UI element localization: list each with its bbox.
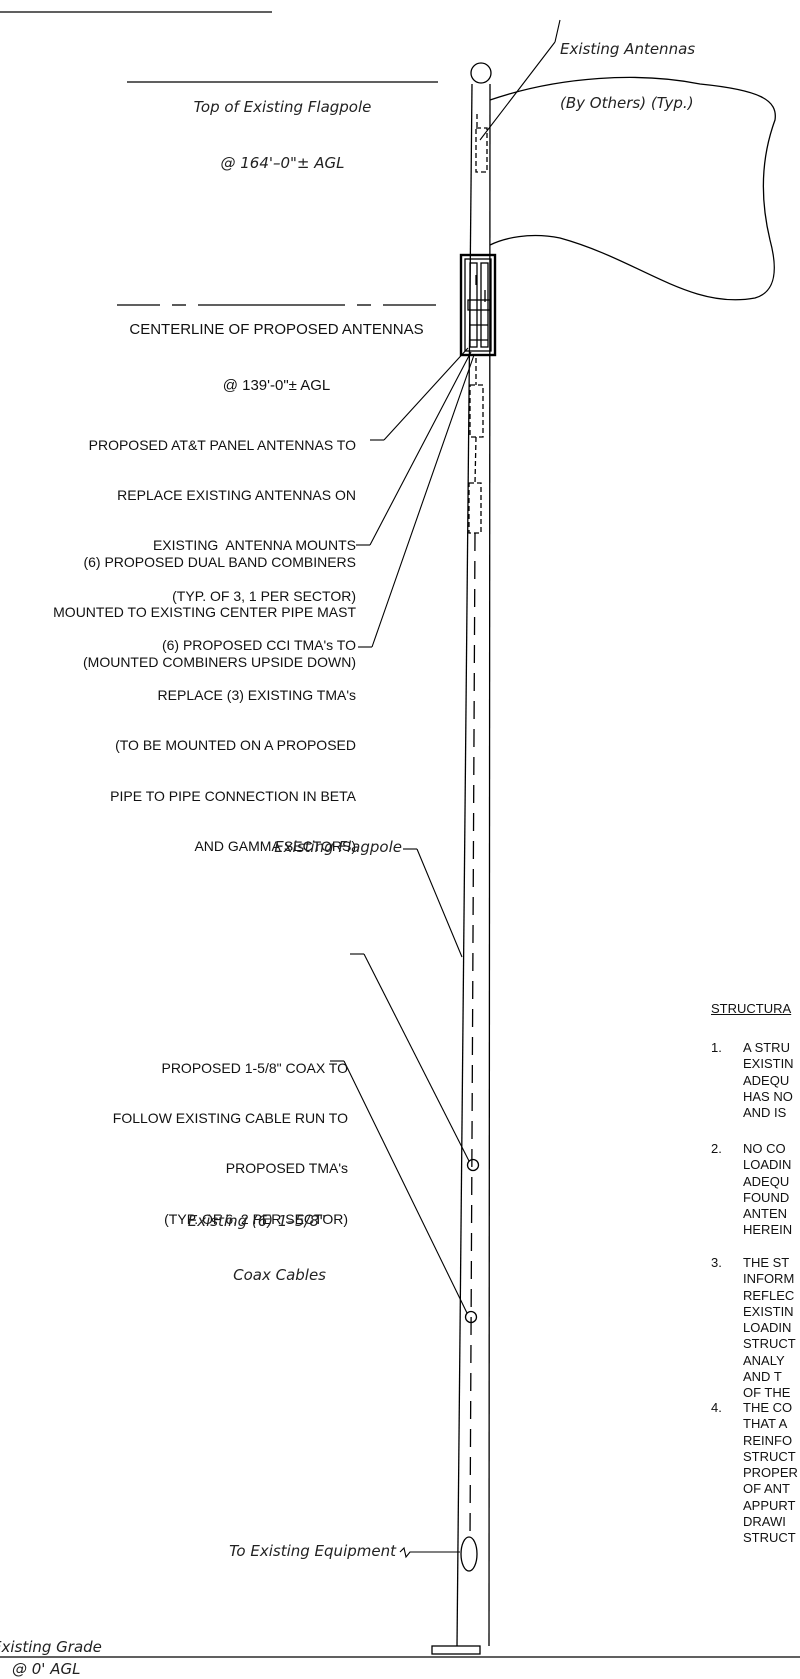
note-3-line: STRUCT <box>743 1336 796 1352</box>
note-3-line: ANALY <box>743 1352 785 1368</box>
note-3-line: LOADIN <box>743 1320 792 1336</box>
note-2-line: ANTEN <box>743 1206 788 1222</box>
tmas-line-4: PIPE TO PIPE CONNECTION IN BETA <box>110 787 356 804</box>
note-number-2: 2. <box>711 1141 722 1156</box>
note-3-line: REFLEC <box>743 1287 795 1303</box>
proposed-coax-line-1: PROPOSED 1-5/8" COAX TO <box>161 1059 348 1076</box>
proposed-antenna-mount <box>459 253 497 357</box>
centerline-line-1: CENTERLINE OF PROPOSED ANTENNAS <box>129 321 424 338</box>
note-4-line: STRUCT <box>743 1448 796 1464</box>
top-flagpole-label: Top of Existing Flagpole @ 164'–0"± AGL <box>127 62 438 190</box>
note-4-line: PROPER <box>743 1465 798 1481</box>
note-4-line: THAT A <box>743 1416 788 1432</box>
to-equipment-label: To Existing Equipment <box>229 1542 396 1560</box>
existing-flagpole-label: Existing Flagpole <box>274 838 402 856</box>
tmas-line-2: REPLACE (3) EXISTING TMA's <box>157 686 356 703</box>
note-4-line: THE CO <box>743 1400 793 1415</box>
flagpole-base-plate <box>431 1645 481 1655</box>
existing-antenna-upper <box>475 127 488 173</box>
panel-antennas-line-1: PROPOSED AT&T PANEL ANTENNAS TO <box>88 436 356 453</box>
note-4-line: APPURT <box>743 1497 796 1513</box>
coax-entry-oval <box>460 1536 478 1572</box>
note-number-4: 4. <box>711 1400 722 1415</box>
flagpole-finial <box>470 62 492 84</box>
existing-coax-label: Existing (6) 1–5/8" Coax Cables <box>100 1176 326 1302</box>
note-1-line: A STRU <box>743 1040 790 1055</box>
note-2-line: HEREIN <box>743 1222 793 1238</box>
note-2-line: FOUND <box>743 1189 790 1205</box>
tmas-line-3: (TO BE MOUNTED ON A PROPOSED <box>115 737 356 754</box>
centerline-label: CENTERLINE OF PROPOSED ANTENNAS @ 139'-0… <box>117 285 436 413</box>
panel-antennas-line-3: EXISTING ANTENNA MOUNTS <box>152 537 356 554</box>
note-3-line: THE ST <box>743 1255 790 1270</box>
top-flagpole-line-2: @ 164'–0"± AGL <box>220 154 345 172</box>
flag-outline <box>489 76 776 301</box>
existing-coax-line-1: Existing (6) 1–5/8" <box>187 1212 326 1230</box>
note-4-line: STRUCT <box>743 1530 796 1546</box>
note-1-line: EXISTIN <box>743 1056 794 1072</box>
panel-antennas-label: PROPOSED AT&T PANEL ANTENNAS TO REPLACE … <box>20 403 356 621</box>
note-3-line: INFORM <box>743 1271 795 1287</box>
existing-antennas-label: Existing Antennas (By Others) (Typ.) <box>560 4 695 130</box>
proposed-coax-label: PROPOSED 1-5/8" COAX TO FOLLOW EXISTING … <box>20 1026 348 1244</box>
note-4-line: DRAWI <box>743 1514 786 1530</box>
note-1-line: AND IS <box>743 1105 787 1121</box>
combiners-line-3: (MOUNTED COMBINERS UPSIDE DOWN) <box>83 654 356 671</box>
coax-marker-upper <box>466 1158 480 1172</box>
leader-lines <box>330 19 561 1559</box>
note-3-line: AND T <box>743 1369 782 1385</box>
tmas-line-5: AND GAMMA SECTORS) <box>194 838 356 855</box>
coax-cable-run <box>469 532 476 1541</box>
existing-antennas-line-2: (By Others) (Typ.) <box>560 94 694 112</box>
note-number-3: 3. <box>711 1255 722 1270</box>
panel-antennas-line-2: REPLACE EXISTING ANTENNAS ON <box>117 486 356 503</box>
tmas-line-1: (6) PROPOSED CCI TMA's TO <box>161 636 356 653</box>
centerline-line-2: @ 139'-0"± AGL <box>222 377 331 394</box>
panel-antennas-line-4: (TYP. OF 3, 1 PER SECTOR) <box>172 587 356 604</box>
existing-grade-label-line-2: @ 0' AGL <box>12 1660 81 1678</box>
existing-antennas-line-1: Existing Antennas <box>560 40 696 58</box>
note-4-line: REINFO <box>743 1432 793 1448</box>
note-2-line: LOADIN <box>743 1157 792 1173</box>
existing-grade-label-line-1: Existing Grade <box>0 1638 102 1656</box>
combiners-line-1: (6) PROPOSED DUAL BAND COMBINERS <box>83 553 356 570</box>
note-2-line: NO CO <box>743 1141 786 1156</box>
note-number-1: 1. <box>711 1040 722 1055</box>
note-1-line: HAS NO <box>743 1088 793 1104</box>
top-flagpole-line-1: Top of Existing Flagpole <box>193 98 372 116</box>
coax-marker-lower <box>464 1310 478 1324</box>
existing-tma-boxes <box>468 358 484 534</box>
proposed-coax-line-4: (TYP. OF 6, 2 PER SECTOR) <box>164 1210 348 1227</box>
proposed-coax-line-3: PROPOSED TMA's <box>225 1160 348 1177</box>
tmas-label: (6) PROPOSED CCI TMA's TO REPLACE (3) EX… <box>20 603 356 872</box>
note-3-line: EXISTIN <box>743 1303 794 1319</box>
structural-notes-title: STRUCTURA <box>711 1001 792 1016</box>
existing-coax-line-2: Coax Cables <box>233 1266 326 1284</box>
note-2-line: ADEQU <box>743 1173 790 1189</box>
note-4-line: OF ANT <box>743 1481 790 1497</box>
note-3-line: OF THE <box>743 1385 791 1401</box>
combiners-label: (6) PROPOSED DUAL BAND COMBINERS MOUNTED… <box>0 520 356 688</box>
combiners-line-2: MOUNTED TO EXISTING CENTER PIPE MAST <box>53 603 356 620</box>
proposed-coax-line-2: FOLLOW EXISTING CABLE RUN TO <box>112 1109 348 1126</box>
note-1-line: ADEQU <box>743 1072 790 1088</box>
